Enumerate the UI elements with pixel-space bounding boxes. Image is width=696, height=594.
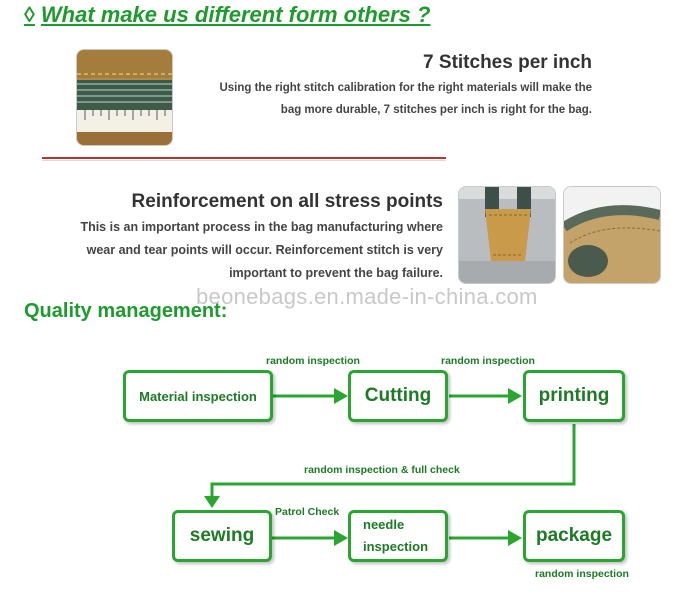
corner-photo xyxy=(563,186,661,284)
handle-photo xyxy=(458,186,556,284)
section-title-text: What make us different form others ? xyxy=(40,2,431,27)
flow-label: random inspection xyxy=(441,355,535,367)
quality-management-title: Quality management: xyxy=(24,300,228,322)
flow-label: Patrol Check xyxy=(275,506,340,518)
stitches-description-line: bag more durable, 7 stitches per inch is… xyxy=(280,104,592,116)
stitch-photo xyxy=(76,49,173,146)
step-label: package xyxy=(535,525,613,546)
reinforcement-description-line: wear and tear points will occur. Reinfor… xyxy=(86,243,443,257)
stitches-description: Using the right stitch calibration for t… xyxy=(219,77,592,121)
watermark: beonebags.en.made-in-china.com xyxy=(196,284,538,309)
step-sewing: sewing xyxy=(172,510,272,562)
step-label: Material inspection xyxy=(139,388,257,404)
reinforcement-heading: Reinforcement on all stress points xyxy=(131,191,443,212)
reinforcement-description: This is an important process in the bag … xyxy=(80,216,443,285)
stitches-description-line: Using the right stitch calibration for t… xyxy=(219,82,592,94)
handle-illustration xyxy=(459,187,555,283)
stitch-illustration xyxy=(77,50,172,145)
corner-illustration xyxy=(564,187,660,283)
step-label: printing xyxy=(538,385,610,406)
reinforcement-description-line: important to prevent the bag failure. xyxy=(229,266,443,280)
section-title: ◊What make us different form others ? xyxy=(24,2,430,28)
step-label: needle xyxy=(363,517,405,532)
step-material-inspection: Material inspection xyxy=(123,370,273,422)
step-label: inspection xyxy=(363,539,429,554)
flow-label: random inspection xyxy=(535,568,629,580)
step-package: package xyxy=(523,510,625,562)
stitches-heading: 7 Stitches per inch xyxy=(423,52,592,73)
step-label: sewing xyxy=(189,525,255,546)
reinforcement-description-line: This is an important process in the bag … xyxy=(80,220,443,234)
step-printing: printing xyxy=(523,370,625,422)
divider-shadow xyxy=(42,160,446,161)
step-cutting: Cutting xyxy=(348,370,448,422)
step-needle-inspection: needle inspection xyxy=(348,510,448,562)
diamond-icon: ◊ xyxy=(24,2,35,27)
step-label: Cutting xyxy=(364,385,432,406)
divider xyxy=(42,157,446,159)
flow-label: random inspection xyxy=(266,355,360,367)
flow-label: random inspection & full check xyxy=(304,464,460,476)
